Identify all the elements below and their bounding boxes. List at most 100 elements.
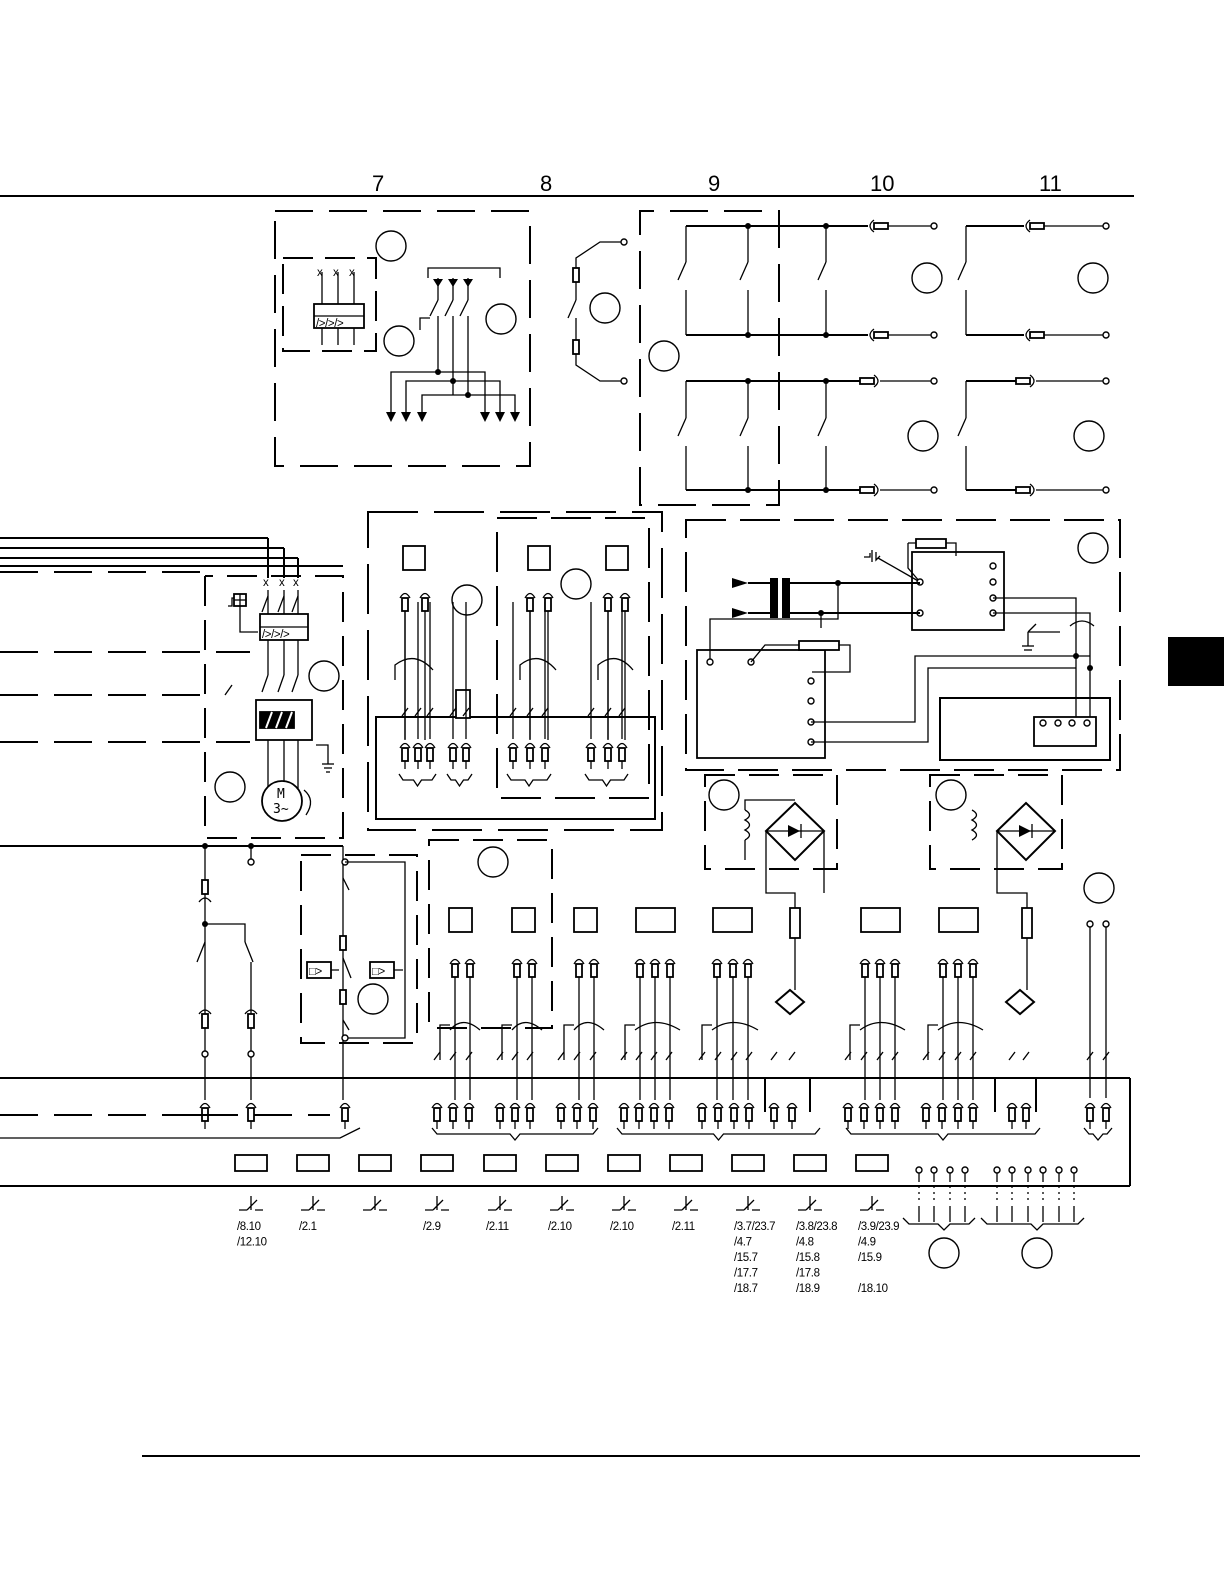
sensor-plug (520, 594, 556, 741)
bus-plugs (432, 1052, 474, 1129)
relay (359, 1155, 391, 1210)
svg-text:x: x (349, 267, 355, 279)
component-label (309, 661, 339, 691)
cross-reference: /17.8 (796, 1268, 820, 1280)
component-label (1084, 873, 1114, 903)
cross-reference: /2.9 (423, 1221, 441, 1233)
column-number: 8 (540, 171, 552, 196)
component-label (1074, 421, 1104, 451)
bus-plugs (921, 1052, 978, 1129)
terminal-strips (903, 1167, 1084, 1268)
switch-column-8 (568, 239, 627, 384)
relay: /3.9/23.9/4.9/15.9/18.10 (856, 1155, 899, 1295)
page-tab (1168, 637, 1224, 686)
relay: /2.10 (546, 1155, 578, 1233)
relay: /2.1 (297, 1155, 329, 1233)
feed-protectors: □> □> (0, 843, 417, 1100)
sensor (928, 908, 983, 1100)
cross-reference: /3.8/23.8 (796, 1221, 837, 1233)
bus-plugs (1007, 1052, 1031, 1129)
cross-reference: /4.9 (858, 1237, 876, 1249)
relay-coils: /8.10/12.10/2.1/2.9/2.11/2.10/2.10/2.11 /… (235, 1155, 899, 1295)
pin-group (585, 602, 628, 786)
cross-reference: /4.7 (734, 1237, 752, 1249)
cross-reference: /8.10 (237, 1221, 261, 1233)
relay: /3.8/23.8/4.8/15.8/17.8/18.9 (794, 1155, 837, 1295)
component-label (384, 326, 414, 356)
cross-reference: /2.10 (548, 1221, 572, 1233)
sensor (702, 908, 758, 1100)
control-unit (686, 520, 1120, 770)
component-label (1022, 1238, 1052, 1268)
relay: /2.11 (484, 1155, 516, 1233)
component-label (215, 772, 245, 802)
component-label (1078, 533, 1108, 563)
bus-plugs (619, 1052, 674, 1129)
component-label (912, 263, 942, 293)
relay: /2.10 (608, 1155, 640, 1233)
motor-label-top: M (277, 787, 285, 802)
sensor (440, 908, 480, 1100)
svg-text:/>/>/>: />/>/> (316, 318, 344, 330)
sensor-plug (395, 594, 433, 741)
relay: /2.11 (670, 1155, 702, 1233)
cross-reference: /2.10 (610, 1221, 634, 1233)
cross-reference: /18.7 (734, 1283, 758, 1295)
svg-text:□>: □> (372, 966, 386, 978)
relay: /3.7/23.7/4.7/15.7/17.7/18.7 (732, 1155, 775, 1295)
component-label (1078, 263, 1108, 293)
component-label (561, 569, 591, 599)
motor-label-bottom: 3~ (273, 802, 289, 817)
svg-text:x: x (279, 577, 285, 589)
sensor (564, 908, 604, 1100)
component-label (452, 585, 482, 615)
column-header: 7 8 9 10 11 (0, 171, 1134, 196)
component-label (908, 421, 938, 451)
cross-reference: /4.8 (796, 1237, 814, 1249)
bus-plugs (769, 1052, 797, 1129)
cross-reference: /2.11 (486, 1221, 509, 1233)
column-number: 10 (870, 171, 894, 196)
cross-reference: /2.11 (672, 1221, 695, 1233)
bus-plugs (495, 1052, 535, 1129)
sensor (850, 908, 905, 1100)
component-label (709, 780, 739, 810)
cross-reference: /15.7 (734, 1252, 758, 1264)
sensor (502, 908, 542, 1100)
contact-banks (640, 211, 1109, 505)
cross-reference: /18.10 (858, 1283, 888, 1295)
cross-reference: /18.9 (796, 1283, 820, 1295)
component-label (649, 341, 679, 371)
cross-reference: /15.9 (858, 1252, 882, 1264)
cross-reference: /15.8 (796, 1252, 820, 1264)
sensor-plug (598, 594, 633, 741)
relay: /8.10/12.10 (235, 1155, 267, 1249)
lower-sensor-panel (429, 840, 552, 1028)
svg-text:/>/>/>: />/>/> (262, 629, 290, 641)
cross-reference: /12.10 (237, 1237, 267, 1249)
column-number: 7 (372, 171, 384, 196)
rectifier-left (705, 775, 837, 1014)
relay: /2.9 (421, 1155, 453, 1233)
cross-reference: /3.9/23.9 (858, 1221, 899, 1233)
component-label (376, 231, 406, 261)
component-label (929, 1238, 959, 1268)
column-number: 9 (708, 171, 720, 196)
component-label (486, 304, 516, 334)
pin-group (507, 602, 551, 786)
component-label (590, 293, 620, 323)
terminal-strip (903, 1167, 975, 1268)
svg-text:x: x (263, 577, 269, 589)
bus-plugs (697, 1052, 754, 1129)
component-label (478, 847, 508, 877)
bus-plugs (1085, 1052, 1111, 1129)
column-number: 11 (1039, 171, 1062, 196)
cross-reference: /17.7 (734, 1268, 758, 1280)
cross-reference: /2.1 (299, 1221, 317, 1233)
bus-plugs (556, 1052, 598, 1129)
svg-text:x: x (293, 577, 299, 589)
